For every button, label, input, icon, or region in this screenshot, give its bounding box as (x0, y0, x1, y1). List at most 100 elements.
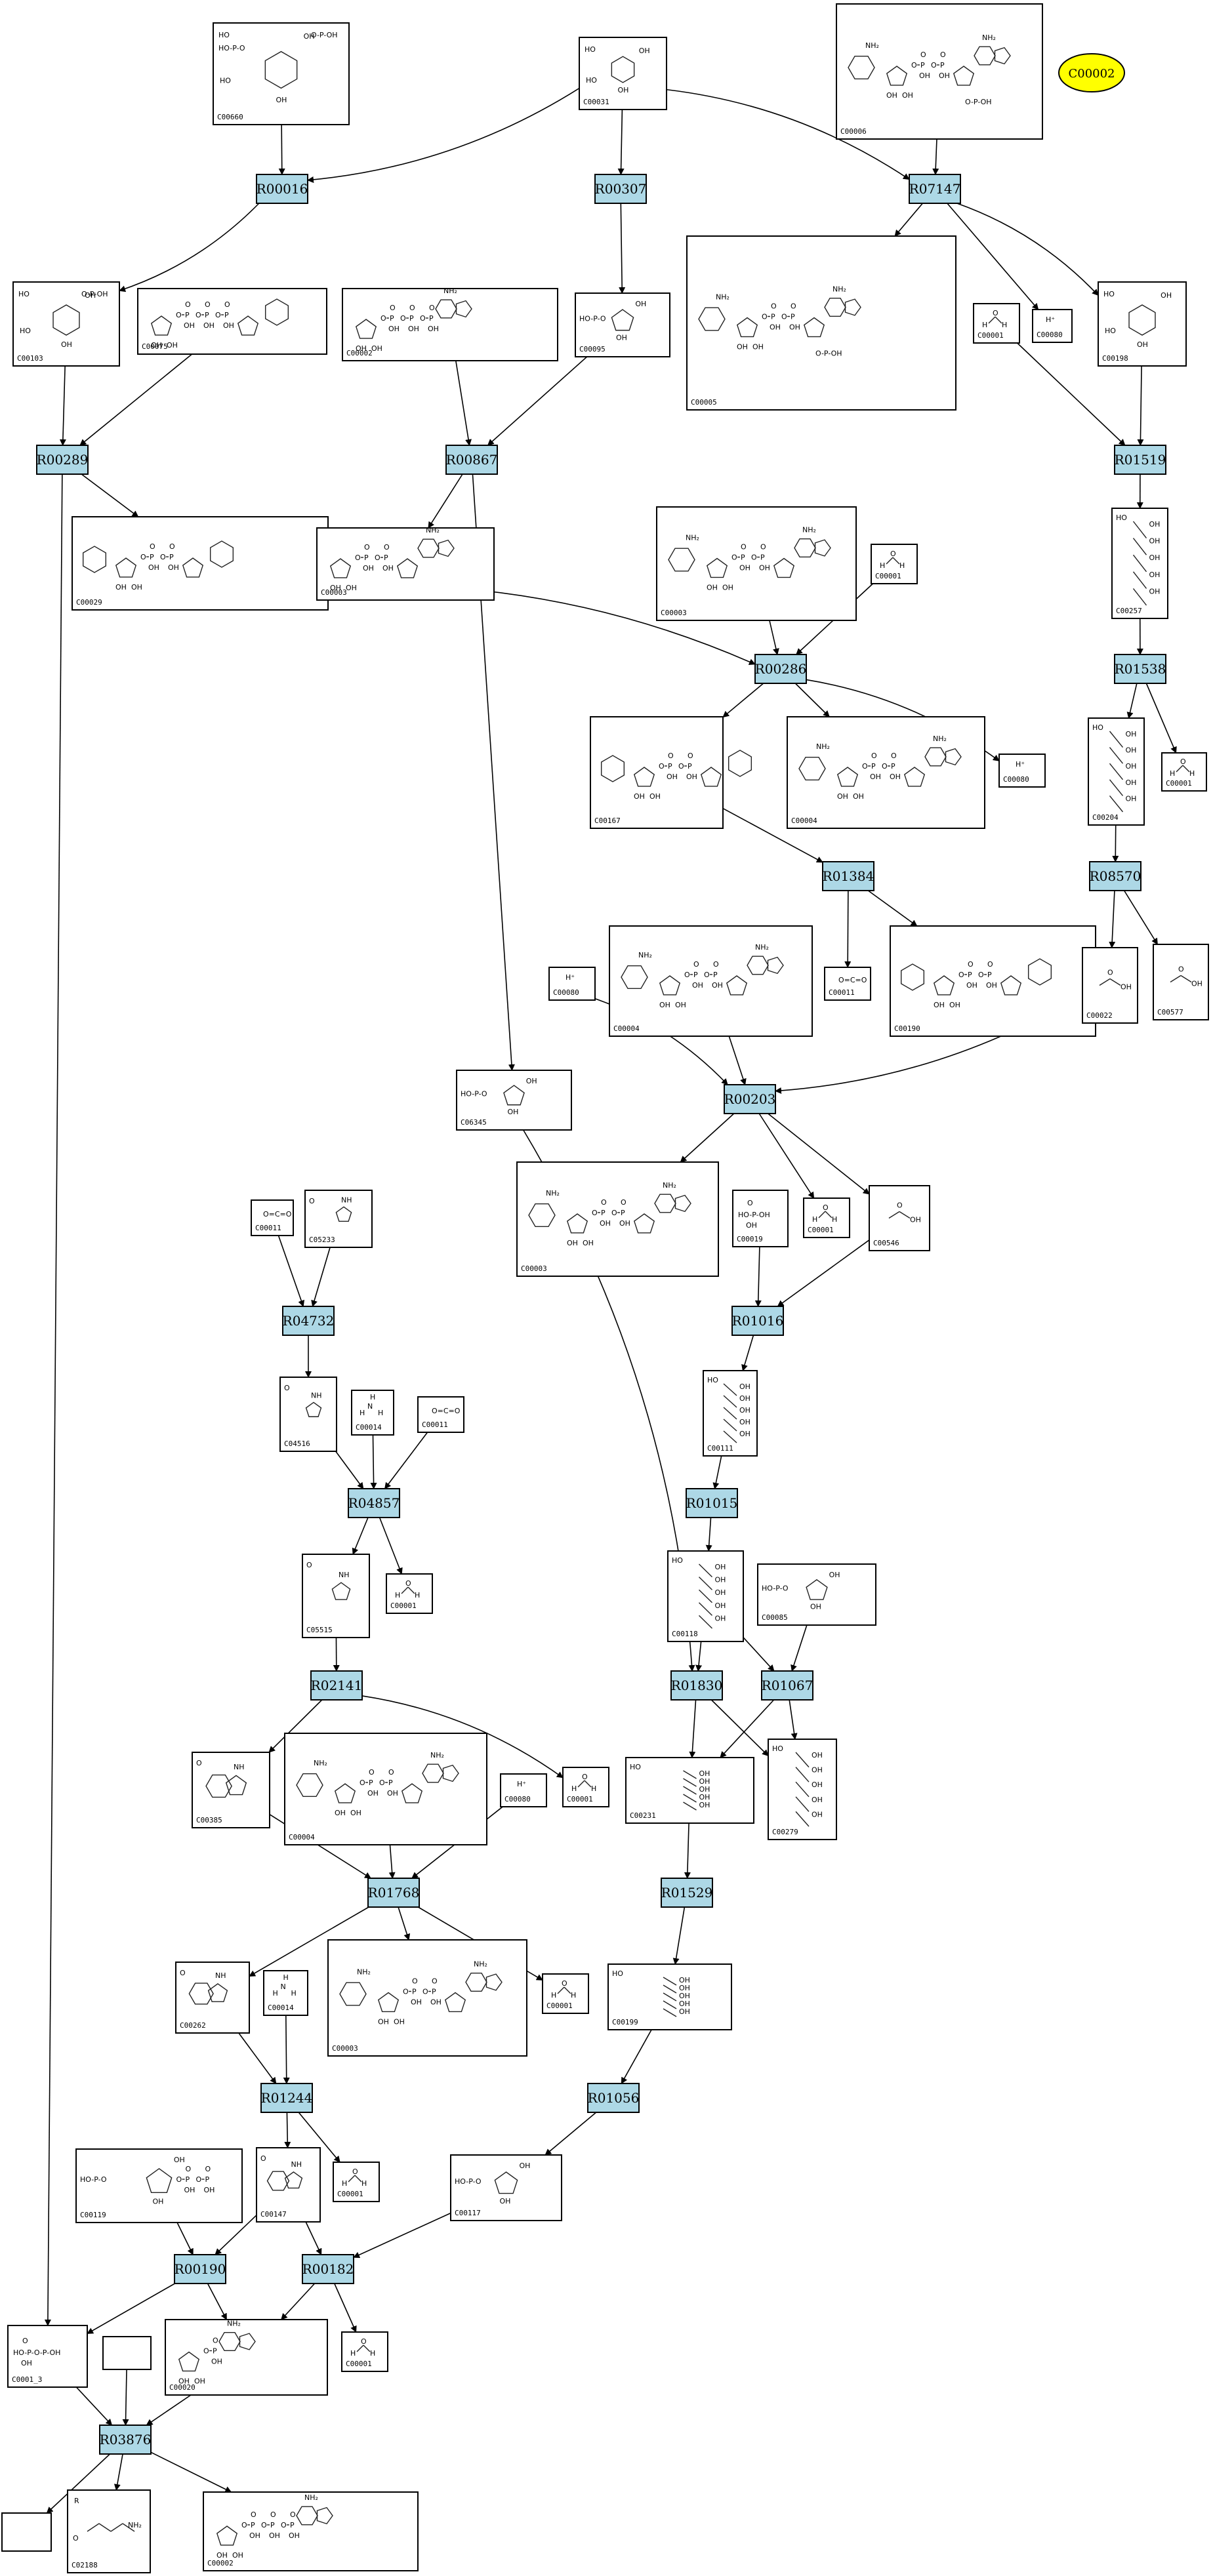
reaction-node-R07147[interactable]: R07147 (909, 174, 961, 204)
reaction-node-R01015[interactable]: R01015 (686, 1488, 738, 1518)
compound-node-C00080b[interactable]: H⁺C00080 (998, 754, 1046, 788)
reaction-node-R00016[interactable]: R00016 (256, 174, 308, 204)
compound-node-blank2[interactable] (1, 2512, 52, 2552)
reaction-label: R03876 (100, 2432, 152, 2447)
svg-text:HO: HO (1116, 513, 1127, 522)
reaction-node-R00289[interactable]: R00289 (36, 445, 89, 475)
compound-node-C00080a[interactable]: H⁺C00080 (1032, 309, 1073, 343)
reaction-node-R01768[interactable]: R01768 (367, 1878, 420, 1908)
compound-box (656, 506, 857, 621)
reaction-node-R01538[interactable]: R01538 (1114, 654, 1166, 684)
reaction-label: R01056 (588, 2090, 640, 2106)
reaction-node-R00307[interactable]: R00307 (594, 174, 647, 204)
reaction-node-R01384[interactable]: R01384 (822, 861, 874, 891)
svg-text:OH: OH (635, 300, 646, 308)
reaction-node-R01016[interactable]: R01016 (731, 1306, 784, 1336)
reaction-node-R01529[interactable]: R01529 (661, 1878, 713, 1908)
reaction-node-R08570[interactable]: R08570 (1089, 861, 1141, 891)
reaction-node-R00286[interactable]: R00286 (754, 654, 807, 684)
compound-node-C00080c[interactable]: H⁺C00080 (548, 967, 596, 1001)
reaction-node-R04732[interactable]: R04732 (282, 1306, 335, 1336)
reaction-node-R01830[interactable]: R01830 (670, 1670, 723, 1701)
reaction-node-R00203[interactable]: R00203 (724, 1084, 776, 1114)
reaction-node-R01056[interactable]: R01056 (587, 2083, 640, 2113)
edge-R00289-C00029 (81, 473, 139, 517)
reaction-node-R00867[interactable]: R00867 (445, 445, 498, 475)
compound-box (998, 754, 1046, 788)
svg-text:O: O (751, 553, 757, 562)
reaction-node-R04857[interactable]: R04857 (348, 1488, 400, 1518)
svg-text:O: O (405, 1579, 411, 1588)
reaction-node-R00190[interactable]: R00190 (174, 2254, 226, 2284)
reaction-node-R01519[interactable]: R01519 (1114, 445, 1166, 475)
target-compound-oval[interactable]: C00002 (1058, 53, 1125, 92)
reaction-node-R00182[interactable]: R00182 (302, 2254, 354, 2284)
reaction-node-R02141[interactable]: R02141 (310, 1670, 363, 1701)
reaction-node-R03876[interactable]: R03876 (99, 2425, 152, 2455)
reaction-node-R01067[interactable]: R01067 (761, 1670, 813, 1701)
compound-node-C00080d[interactable]: H⁺C00080 (500, 1773, 547, 1807)
compound-node-blank1[interactable] (102, 2336, 152, 2370)
svg-text:OH: OH (966, 981, 977, 990)
reaction-node-R01244[interactable]: R01244 (260, 2083, 313, 2113)
